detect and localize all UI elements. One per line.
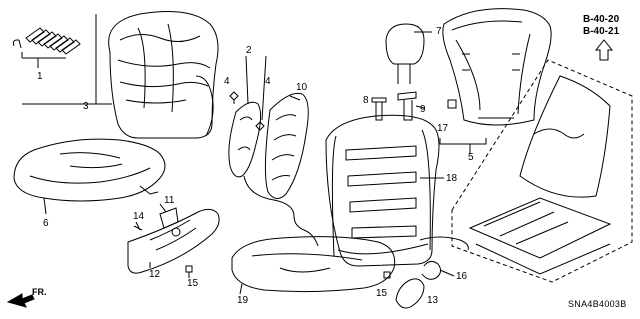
seat-back-cover-part — [92, 11, 219, 139]
knob-part — [159, 207, 179, 229]
callout-2: 2 — [246, 45, 252, 56]
callout-3: 3 — [83, 101, 89, 112]
callout-1: 1 — [37, 71, 43, 82]
clip-15a-part — [185, 265, 193, 278]
headrest-part — [385, 23, 432, 84]
seat-frame-assembly — [451, 59, 633, 283]
reference-code-1[interactable]: B-40-20 — [583, 14, 620, 25]
callout-5: 5 — [468, 152, 474, 163]
seat-cushion-part — [231, 236, 396, 295]
callout-14: 14 — [133, 211, 145, 222]
callout-9: 9 — [420, 104, 426, 115]
callout-15b: 15 — [376, 288, 388, 299]
seat-back-frame-part — [442, 8, 552, 126]
callout-11: 11 — [164, 195, 175, 206]
cap-13-part — [395, 278, 425, 309]
clip-15b-part — [383, 271, 391, 279]
callout-6: 6 — [43, 218, 49, 229]
callout-8: 8 — [363, 95, 369, 106]
headrest-guide-9-part — [397, 91, 425, 121]
leader-11 — [159, 203, 167, 213]
callout-15a: 15 — [187, 278, 199, 289]
ring-16-part — [421, 260, 442, 280]
seat-back-assembly-part — [325, 114, 469, 267]
side-trim-part — [127, 208, 220, 274]
clip-set-part — [12, 27, 81, 68]
front-direction-label: FR. — [32, 287, 47, 297]
callout-19: 19 — [237, 295, 249, 306]
callout-18: 18 — [446, 173, 458, 184]
callout-4a: 4 — [224, 76, 230, 87]
callout-16: 16 — [456, 271, 468, 282]
airbag-part — [228, 55, 319, 247]
callout-13: 13 — [427, 295, 439, 306]
seat-cushion-cover-part — [13, 138, 166, 215]
bolt-17-part — [447, 99, 457, 109]
callout-7: 7 — [436, 26, 442, 37]
front-direction-arrow — [6, 293, 35, 308]
leader-16 — [439, 269, 455, 277]
back-frame-panel-part — [264, 92, 309, 199]
bracket-5 — [439, 138, 487, 154]
reference-arrow — [594, 39, 614, 61]
callout-12: 12 — [149, 269, 161, 280]
reference-code-2[interactable]: B-40-21 — [583, 26, 620, 37]
callout-4b: 4 — [265, 76, 271, 87]
callout-10: 10 — [296, 82, 308, 93]
callout-17: 17 — [437, 123, 449, 134]
diagram-code: SNA4B4003B — [568, 299, 627, 309]
headrest-guide-8-part — [371, 97, 387, 121]
screw-14-part — [133, 221, 143, 231]
